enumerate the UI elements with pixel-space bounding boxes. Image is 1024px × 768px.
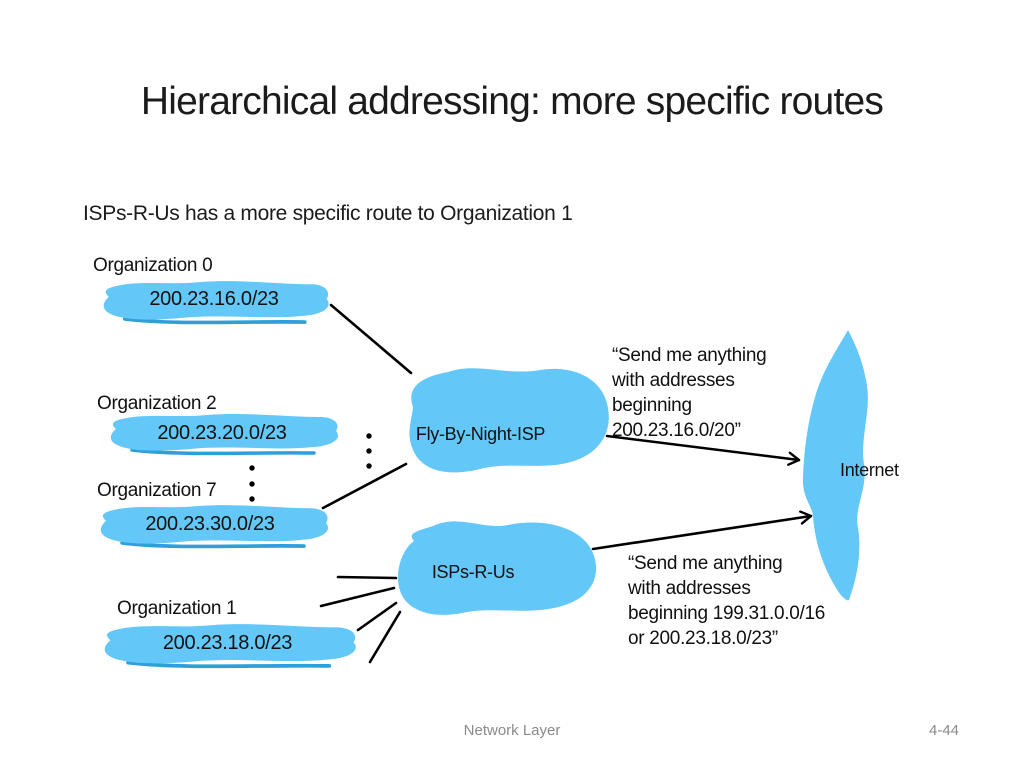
org7-network-blob [100, 505, 329, 549]
fbn-announcement: “Send me anything with addresses beginni… [612, 343, 767, 443]
org0-address: 200.23.16.0/23 [149, 288, 279, 310]
footer-page-number: 4-44 [929, 722, 960, 739]
link-org0-to-fbn [329, 303, 413, 375]
fbn-announcement-line: with addresses [612, 370, 735, 391]
link-isps-fan-2 [319, 586, 396, 608]
fbn-announcement-line: “Send me anything [612, 345, 767, 366]
org1-label: Organization 1 [117, 598, 237, 619]
isps-announcement-line: beginning 199.31.0.0/16 [628, 603, 826, 624]
link-isps-fan-1 [336, 575, 398, 580]
slide-subtitle: ISPs-R-Us has a more specific route to O… [83, 202, 573, 225]
isps-r-us-label: ISPs-R-Us [431, 562, 515, 582]
fbn-announcement-line: beginning [612, 395, 692, 416]
isps-announcement-line: “Send me anything [628, 553, 783, 574]
link-org1-to-isps [356, 601, 398, 632]
link-isps-fan-4 [368, 610, 402, 664]
arrow-isps-to-internet [591, 510, 813, 551]
org1-address: 200.23.18.0/23 [162, 632, 293, 654]
org1-network-blob [104, 624, 356, 669]
org0-network-blob [103, 281, 329, 325]
slide-title: Hierarchical addressing: more specific r… [140, 80, 884, 123]
org2-network-blob [110, 414, 339, 456]
arrow-fbn-to-internet [605, 434, 801, 466]
ellipsis-dots-left [249, 465, 255, 502]
org2-label: Organization 2 [97, 393, 217, 414]
org2-address: 200.23.20.0/23 [157, 422, 287, 444]
fbn-announcement-line: 200.23.16.0/20” [612, 420, 741, 441]
isps-announcement-line: with addresses [628, 578, 751, 599]
connection-lines [319, 303, 813, 664]
org7-label: Organization 7 [97, 480, 217, 501]
fly-by-night-isp-label: Fly-By-Night-ISP [415, 424, 546, 444]
internet-label: Internet [840, 460, 899, 480]
org7-address: 200.23.30.0/23 [145, 513, 275, 535]
footer-section-title: Network Layer [463, 722, 561, 739]
isps-r-us-cloud [398, 521, 597, 615]
org0-label: Organization 0 [93, 255, 213, 276]
ellipsis-dots-right [366, 433, 372, 469]
isps-announcement-line: or 200.23.18.0/23” [628, 628, 778, 649]
internet-cloud [802, 330, 868, 601]
fly-by-night-isp-cloud [409, 368, 609, 473]
link-org7-to-fbn [321, 462, 408, 510]
isps-announcement: “Send me anything with addresses beginni… [628, 551, 825, 651]
